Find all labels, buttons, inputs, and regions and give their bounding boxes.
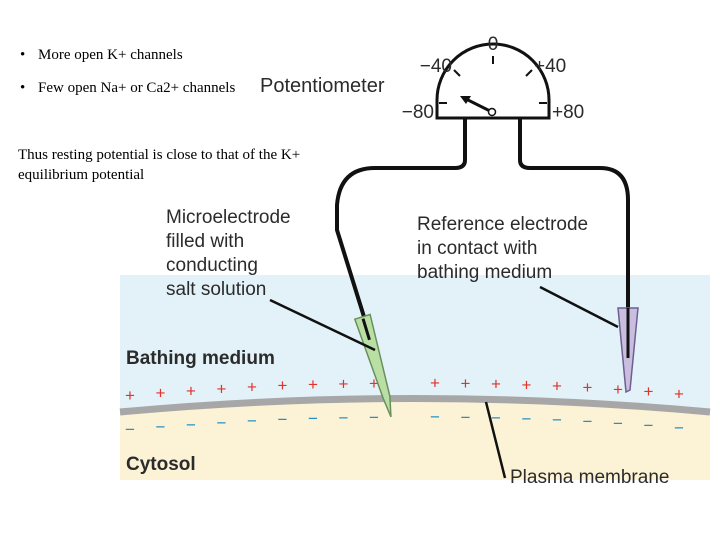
plasma-membrane-label: Plasma membrane bbox=[510, 467, 669, 488]
cytosol-label: Cytosol bbox=[126, 454, 196, 475]
bullet-item: More open K+ channels bbox=[18, 46, 258, 65]
minus-charge: − bbox=[644, 416, 654, 435]
microelectrode-label-line: salt solution bbox=[166, 279, 266, 300]
minus-charge: − bbox=[186, 415, 196, 434]
minus-charge: − bbox=[308, 409, 318, 428]
dial-label-plus40: +40 bbox=[534, 56, 566, 77]
plus-charge: + bbox=[644, 382, 654, 401]
plus-charge: + bbox=[583, 378, 593, 397]
microelectrode bbox=[353, 313, 392, 418]
potentiometer-dial bbox=[435, 42, 551, 120]
plus-charge: + bbox=[522, 375, 532, 394]
dial-needle-tip bbox=[460, 96, 471, 104]
plus-charge: + bbox=[156, 384, 166, 403]
plus-charge: + bbox=[186, 381, 196, 400]
microelectrode-label: Microelectrode filled with conducting sa… bbox=[166, 207, 296, 300]
minus-charge: − bbox=[522, 409, 532, 428]
minus-charge: − bbox=[461, 408, 471, 427]
reference-pointer bbox=[539, 285, 619, 329]
dial-label-plus80: +80 bbox=[552, 102, 584, 123]
plus-charge: + bbox=[125, 386, 135, 405]
microelectrode-label-line: Microelectrode bbox=[166, 207, 291, 228]
minus-charge: − bbox=[613, 414, 623, 433]
negative-charges: −−−−−−−−−−−−−−−−−− bbox=[125, 408, 684, 440]
minus-charge: − bbox=[674, 418, 684, 437]
membrane-pointer bbox=[484, 401, 507, 479]
plus-charge: + bbox=[339, 374, 349, 393]
plus-charge: + bbox=[217, 379, 227, 398]
reference-electrode-label: Reference electrode in contact with bath… bbox=[417, 214, 593, 283]
dial-label-minus80: −80 bbox=[402, 102, 434, 123]
microelectrode-pointer bbox=[269, 298, 376, 352]
plus-charge: + bbox=[674, 384, 684, 403]
minus-charge: − bbox=[156, 418, 166, 437]
plus-charge: + bbox=[247, 378, 257, 397]
minus-charge: − bbox=[339, 408, 349, 427]
plus-charge: + bbox=[552, 377, 562, 396]
reference-label-line: in contact with bbox=[417, 238, 537, 259]
minus-charge: − bbox=[369, 408, 379, 427]
cytosol-region bbox=[120, 398, 710, 480]
summary-text: Thus resting potential is close to that … bbox=[18, 147, 301, 183]
dial-tick-minus40 bbox=[453, 69, 461, 77]
dial-pivot bbox=[487, 107, 497, 117]
minus-charge: − bbox=[247, 412, 257, 431]
minus-charge: − bbox=[430, 408, 440, 427]
plasma-membrane bbox=[119, 395, 711, 416]
wire-left bbox=[335, 117, 467, 321]
minus-charge: − bbox=[217, 413, 227, 432]
minus-charge: − bbox=[583, 412, 593, 431]
potentiometer-label: Potentiometer bbox=[260, 75, 385, 97]
wire-right bbox=[518, 117, 630, 308]
plus-charge: + bbox=[613, 380, 623, 399]
microelectrode-label-line: conducting bbox=[166, 255, 258, 276]
minus-charge: − bbox=[278, 410, 288, 429]
dial-needle bbox=[465, 97, 493, 114]
dial-tick-plus40 bbox=[525, 69, 533, 77]
plus-charge: + bbox=[369, 374, 379, 393]
minus-charge: − bbox=[491, 409, 501, 428]
microelectrode-label-line: filled with bbox=[166, 231, 244, 252]
dial-label-zero: 0 bbox=[488, 34, 499, 55]
reference-label-line: bathing medium bbox=[417, 262, 552, 283]
plus-charge: + bbox=[308, 375, 318, 394]
minus-charge: − bbox=[552, 411, 562, 430]
plus-charge: + bbox=[278, 376, 288, 395]
bullet-item: Few open Na+ or Ca2+ channels bbox=[18, 79, 258, 98]
plus-charge: + bbox=[430, 374, 440, 393]
positive-charges: + + + + + + + + + + + + + + + + + + bbox=[125, 374, 684, 406]
minus-charge: − bbox=[125, 420, 135, 439]
dial-label-minus40: −40 bbox=[420, 56, 452, 77]
bullet-list: More open K+ channels Few open Na+ or Ca… bbox=[18, 46, 258, 112]
reference-label-line: Reference electrode bbox=[417, 214, 588, 235]
bathing-medium-label: Bathing medium bbox=[126, 348, 275, 369]
plus-charge: + bbox=[491, 375, 501, 394]
plus-charge: + bbox=[461, 374, 471, 393]
